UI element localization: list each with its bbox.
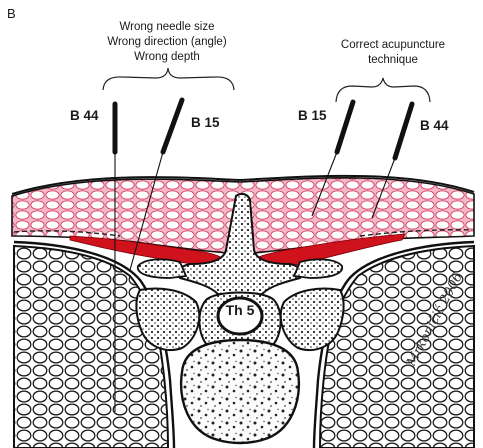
- right-transverse-process: [294, 259, 342, 278]
- wrong-needle-size-text: Wrong needle size: [78, 20, 256, 35]
- left-transverse-process: [138, 259, 186, 278]
- left-paraspinal-muscle: [14, 246, 168, 448]
- correct-technique-line1: Correct acupuncture: [318, 38, 468, 53]
- vertebral-body: [181, 340, 299, 443]
- correct-technique-note: Correct acupuncture technique: [318, 38, 468, 68]
- wrong-depth-text: Wrong depth: [78, 50, 256, 65]
- correct-technique-line2: technique: [318, 53, 468, 68]
- label-left-b15: B 15: [191, 115, 220, 130]
- vertebra-label: Th 5: [221, 302, 259, 318]
- wrong-technique-note: Wrong needle size Wrong direction (angle…: [78, 20, 256, 65]
- label-right-b44: B 44: [420, 118, 449, 133]
- label-left-b44: B 44: [70, 108, 99, 123]
- panel-letter: B: [7, 6, 16, 21]
- wrong-direction-text: Wrong direction (angle): [78, 35, 256, 50]
- wrong-technique-bracket: [103, 68, 234, 90]
- correct-technique-bracket: [336, 78, 430, 102]
- label-right-b15: B 15: [298, 108, 327, 123]
